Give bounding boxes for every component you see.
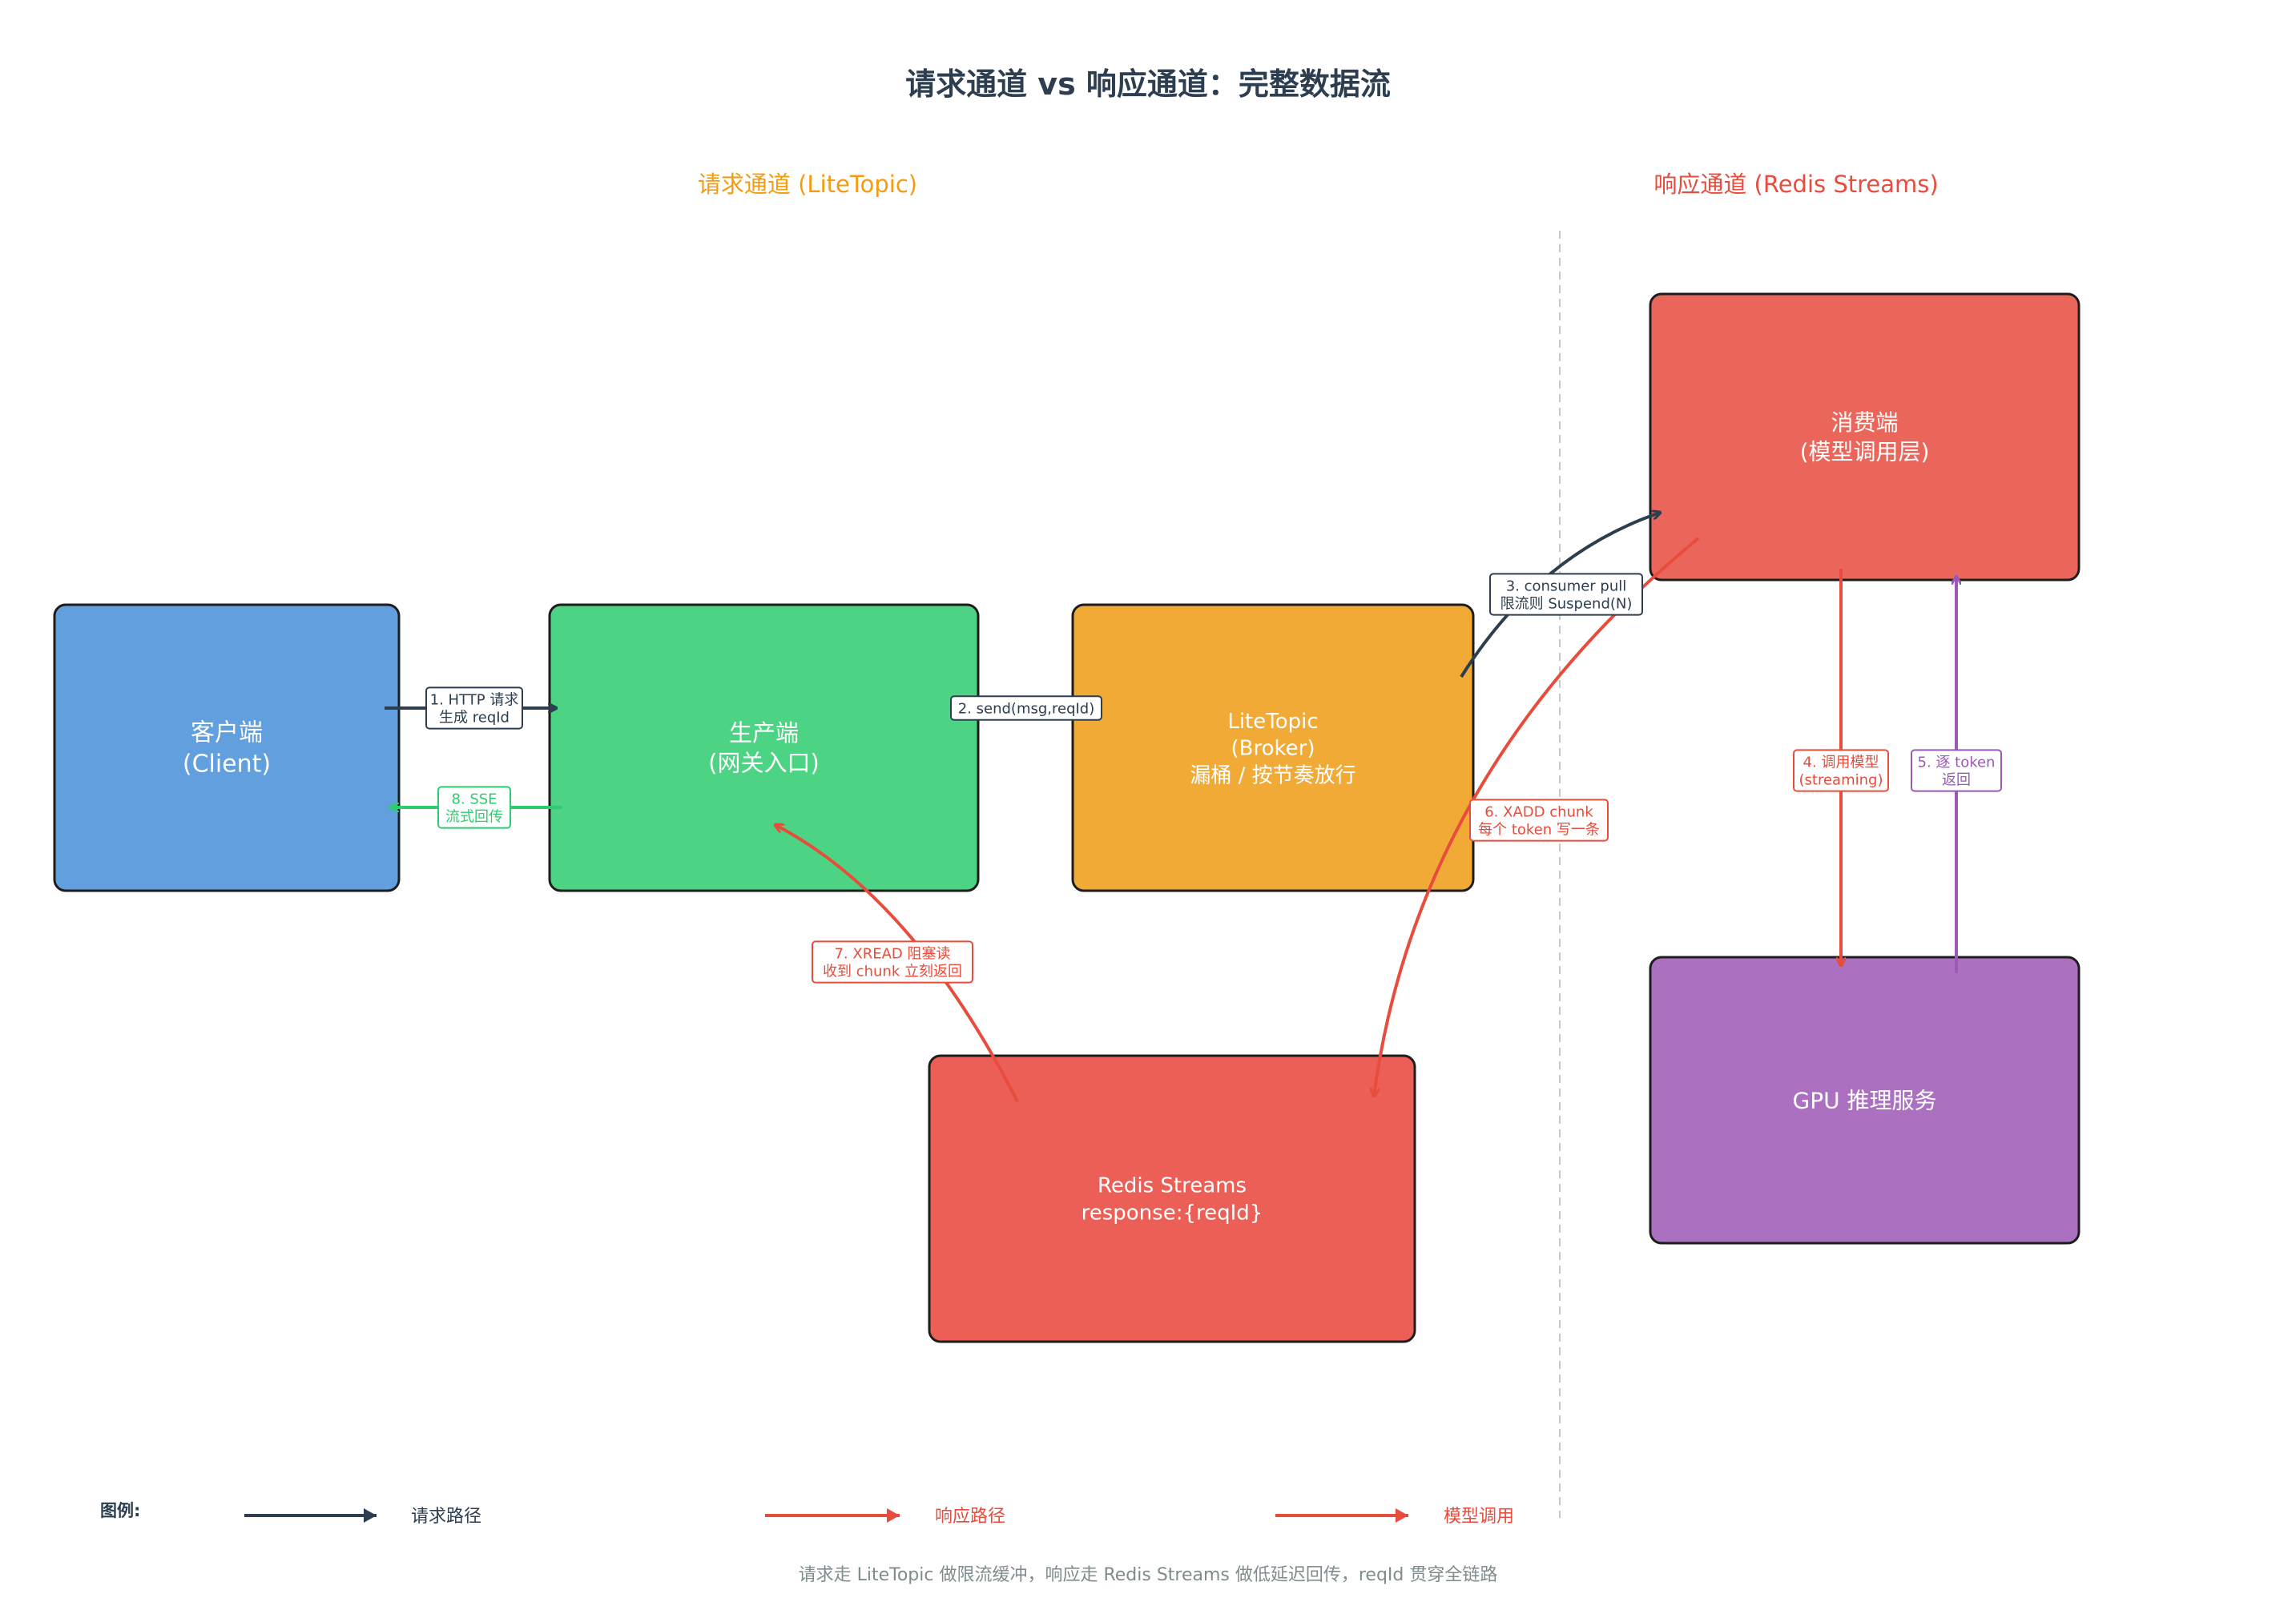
request-section-title: 请求通道 (LiteTopic)	[698, 171, 917, 198]
e3-label-line: 3. consumer pull	[1506, 578, 1627, 595]
footer-note: 请求走 LiteTopic 做限流缓冲，响应走 Redis Streams 做低…	[799, 1565, 1498, 1585]
nodes-layer: 客户端 (Client) 生产端 (网关入口) LiteTopic (Broker)漏桶 …	[53, 292, 2080, 1343]
consumer-label-line: 消费端	[1831, 409, 1898, 436]
client-label-line: 客户端	[191, 719, 263, 747]
e1-label-box	[425, 686, 523, 730]
e4-label-line: 4. 调用模型	[1803, 755, 1879, 771]
client-node: 客户端 (Client)	[53, 603, 401, 892]
e7-label-box	[812, 940, 973, 984]
e7-label-line: 7. XREAD 阻塞读	[834, 946, 950, 963]
consumer-box	[1649, 292, 2080, 582]
producer-label-line: 生产端	[729, 719, 799, 747]
e4-label: 4. 调用模型(streaming)	[1793, 749, 1889, 792]
e2-label: 2. send(msg,reqId)	[950, 695, 1102, 721]
legend-title: 图例:	[100, 1501, 140, 1520]
redis-box	[928, 1054, 1416, 1343]
e7-arrow	[775, 825, 1019, 1102]
broker-label-line: 漏桶 / 按节奏放行	[1190, 763, 1355, 787]
e4-label-line: (streaming)	[1799, 771, 1883, 788]
legend-model-label: 模型调用	[1444, 1507, 1514, 1527]
consumer-node: 消费端 (模型调用层)	[1649, 292, 2080, 582]
e6-label-line: 6. XADD chunk	[1484, 804, 1593, 821]
e4-label-box	[1793, 749, 1889, 792]
legend-request-label: 请求路径	[411, 1507, 481, 1527]
redis-label-line: Redis Streams	[1098, 1174, 1247, 1198]
e1-label-line: 1. HTTP 请求	[430, 692, 519, 709]
e8-label-box	[437, 786, 511, 829]
e2-label-line: 2. send(msg,reqId)	[958, 700, 1095, 717]
broker-node: LiteTopic (Broker)漏桶 / 按节奏放行	[1071, 603, 1475, 892]
gpu-label-line: GPU 推理服务	[1793, 1087, 1937, 1113]
gpu-node: GPU 推理服务	[1649, 956, 2080, 1245]
e5-label-line: 返回	[1942, 771, 1971, 788]
response-section-title: 响应通道 (Redis Streams)	[1654, 171, 1938, 198]
e7-label-line: 收到 chunk 立刻返回	[823, 963, 962, 980]
e3-label-box	[1489, 573, 1643, 616]
producer-box	[548, 603, 980, 892]
diagram-title: 请求通道 vs 响应通道：完整数据流	[905, 66, 1391, 102]
e6-label-line: 每个 token 写一条	[1478, 821, 1600, 838]
broker-label-line: LiteTopic	[1227, 710, 1318, 734]
broker-label-line: (Broker)	[1231, 737, 1315, 761]
legend-response-label: 响应路径	[935, 1507, 1005, 1527]
gpu-box	[1649, 956, 2080, 1245]
e8-label-line: 8. SSE	[451, 791, 497, 808]
producer-node: 生产端 (网关入口)	[548, 603, 980, 892]
redis-label-line: response:{reqId}	[1082, 1202, 1263, 1226]
e3-label-line: 限流则 Suspend(N)	[1500, 595, 1633, 612]
redis-node: Redis Streams response:{reqId}	[928, 1054, 1416, 1343]
broker-box	[1071, 603, 1475, 892]
consumer-label-line: (模型调用层)	[1800, 439, 1930, 465]
legend: 图例: 请求路径 响应路径 模型调用	[100, 1501, 1514, 1527]
e6-label-box	[1469, 799, 1609, 842]
e5-label-line: 5. 逐 token	[1918, 755, 1996, 771]
e1-label-line: 生成 reqId	[439, 709, 510, 726]
client-box	[53, 603, 401, 892]
e2-label-box	[950, 695, 1102, 721]
client-label-line: (Client)	[183, 751, 271, 779]
e5-label-box	[1911, 749, 2002, 792]
e8-label-line: 流式回传	[445, 808, 503, 825]
producer-label-line: (网关入口)	[708, 750, 820, 777]
